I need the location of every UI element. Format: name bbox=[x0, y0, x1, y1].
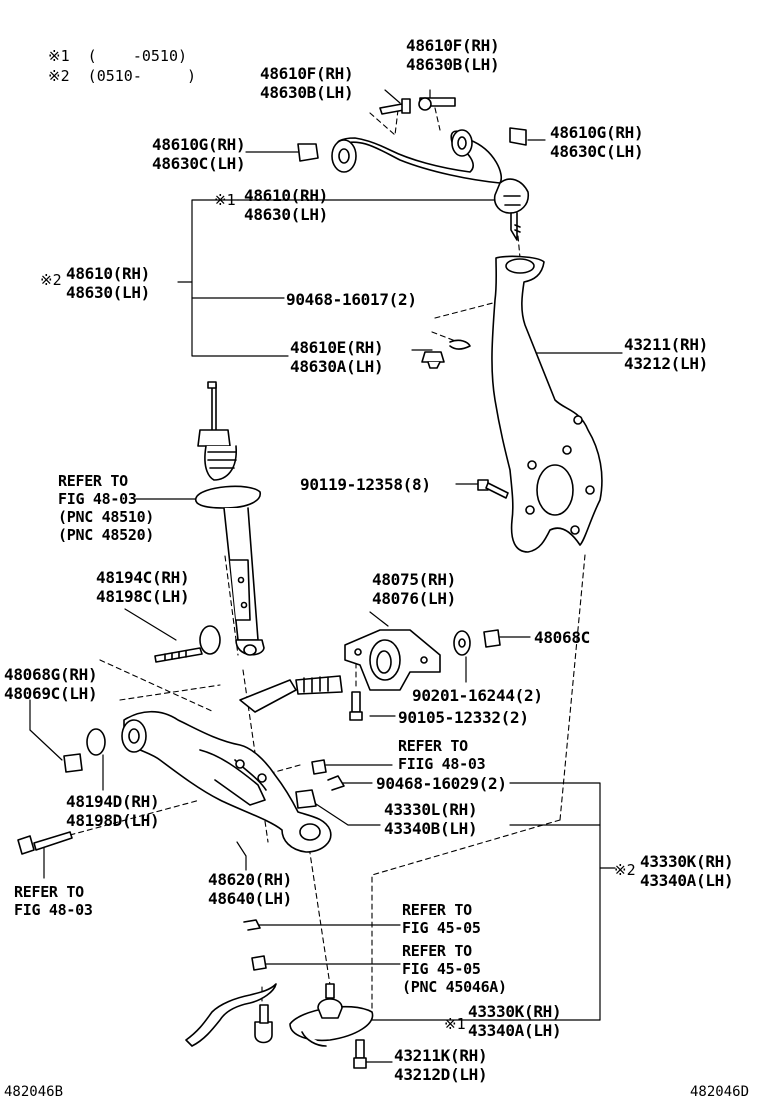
mark-uca-1: ※1 bbox=[214, 191, 236, 209]
knuckle-bolt bbox=[477, 479, 509, 499]
lower-ball-joint-right bbox=[289, 983, 374, 1047]
ball-joint-bolt bbox=[353, 1039, 367, 1069]
label-bushing-left: 48610G(RH)48630C(LH) bbox=[152, 135, 246, 173]
label-castle-nut: 48610E(RH)48630A(LH) bbox=[290, 338, 384, 376]
lca-rear-bracket bbox=[344, 629, 441, 691]
label-lower-ball-nut: 43330L(RH)43340B(LH) bbox=[384, 800, 478, 838]
leader-lines bbox=[29, 89, 623, 1063]
label-cotter-pin-lower: 90468-16029(2) bbox=[376, 774, 507, 793]
label-nut-90201: 90201-16244(2) bbox=[412, 686, 543, 705]
lower-ball-joint-left bbox=[254, 1004, 273, 1044]
label-upper-control-arm-1: 48610(RH)48630(LH) bbox=[244, 186, 328, 224]
label-lower-ball-joint-2: 43330K(RH)43340A(LH) bbox=[640, 852, 734, 890]
label-camber-bolt-lower: 48194D(RH)48198D(LH) bbox=[66, 792, 160, 830]
label-bushing-right: 48610G(RH)48630C(LH) bbox=[550, 123, 644, 161]
label-nut-48068c: 48068C bbox=[534, 628, 590, 647]
label-knuckle-bolt: 90119-12358(8) bbox=[300, 475, 431, 494]
steering-knuckle bbox=[491, 255, 603, 553]
uca-bolts bbox=[297, 97, 527, 162]
castle-nut bbox=[421, 339, 471, 369]
label-lower-ball-joint-1: 43330K(RH)43340A(LH) bbox=[468, 1002, 562, 1040]
lca-front-bolt bbox=[17, 831, 73, 855]
label-washer-48068g: 48068G(RH)48069C(LH) bbox=[4, 665, 98, 703]
stabilizer-pin-nut bbox=[243, 919, 267, 971]
camber-bolt-upper bbox=[154, 625, 221, 663]
label-camber-bolt-upper: 48194C(RH)48198C(LH) bbox=[96, 568, 190, 606]
illustration-code-left: 482046B bbox=[4, 1084, 64, 1100]
washer-nut-right bbox=[453, 629, 501, 656]
label-upper-ball-bolt-left: 48610F(RH)48630B(LH) bbox=[260, 64, 354, 102]
label-steering-knuckle: 43211(RH)43212(LH) bbox=[624, 335, 708, 373]
upper-control-arm bbox=[331, 129, 530, 241]
mark-k1: ※1 bbox=[444, 1015, 466, 1033]
note-1: ※1 ( -0510) bbox=[48, 47, 187, 65]
label-bracket: 48075(RH)48076(LH) bbox=[372, 570, 456, 608]
label-cotter-pin-upper: 90468-16017(2) bbox=[286, 290, 417, 309]
lower-control-arm bbox=[121, 675, 343, 853]
mark-uca-2: ※2 bbox=[40, 271, 62, 289]
label-upper-ball-bolt-right: 48610F(RH)48630B(LH) bbox=[406, 36, 500, 74]
lca-front-washer-nut bbox=[63, 728, 106, 773]
shock-absorber bbox=[194, 381, 265, 656]
pin-and-nut-lca bbox=[295, 759, 345, 809]
label-lower-control-arm: 48620(RH)48640(LH) bbox=[208, 870, 292, 908]
label-bolt-90105: 90105-12332(2) bbox=[398, 708, 529, 727]
dashed-alignment-lines bbox=[69, 107, 586, 1016]
note-2: ※2 (0510- ) bbox=[48, 67, 197, 85]
bracket-bolt bbox=[349, 691, 363, 721]
label-upper-control-arm-2: 48610(RH)48630(LH) bbox=[66, 264, 150, 302]
illustration-code-right: 482046D bbox=[690, 1084, 750, 1100]
mark-k2: ※2 bbox=[614, 861, 636, 879]
tie-rod-link bbox=[185, 983, 277, 1047]
label-ball-joint-bolt: 43211K(RH)43212D(LH) bbox=[394, 1046, 488, 1084]
